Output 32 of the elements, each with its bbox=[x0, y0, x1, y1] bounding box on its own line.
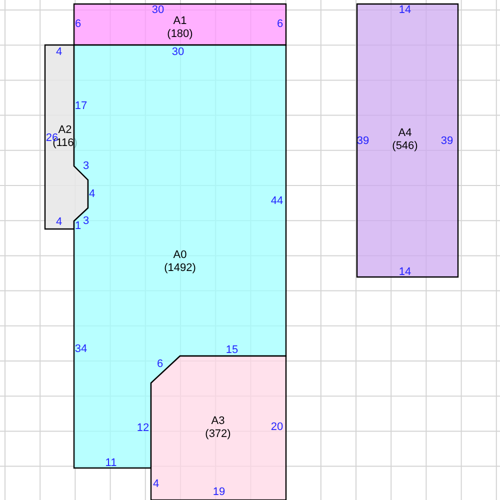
dimension-label: 4 bbox=[56, 46, 62, 58]
dimension-label: 44 bbox=[270, 195, 284, 207]
dimension-label: 1 bbox=[74, 220, 82, 232]
room-area: (372) bbox=[205, 428, 231, 441]
dimension-label: 15 bbox=[226, 344, 238, 356]
room-name: A3 bbox=[210, 415, 226, 428]
dimension-label: 14 bbox=[398, 266, 412, 278]
dimension-label: 30 bbox=[172, 46, 184, 58]
room-name: A2 bbox=[58, 124, 73, 137]
dimension-label: 14 bbox=[398, 4, 412, 16]
dimension-label: 4 bbox=[56, 216, 62, 228]
dimension-label: 4 bbox=[152, 478, 160, 490]
dimension-label: 6 bbox=[276, 18, 284, 30]
room-area: (546) bbox=[392, 140, 418, 153]
dimension-label: 34 bbox=[74, 343, 88, 355]
dimension-label: 39 bbox=[440, 135, 454, 147]
dimension-label: 17 bbox=[74, 100, 88, 112]
room-area: (1492) bbox=[164, 262, 196, 275]
dimension-label: 19 bbox=[212, 486, 226, 498]
dimension-label: 20 bbox=[270, 421, 284, 433]
dimension-label: 3 bbox=[82, 215, 90, 227]
dimension-label: 6 bbox=[74, 18, 82, 30]
dimension-label: 3 bbox=[82, 160, 90, 172]
room-name: A0 bbox=[172, 249, 188, 262]
dimension-label: 4 bbox=[88, 188, 96, 200]
dimension-label: 6 bbox=[156, 358, 164, 370]
room-area: (180) bbox=[167, 28, 193, 41]
dimension-label: 12 bbox=[136, 422, 150, 434]
room-name: A4 bbox=[397, 127, 413, 140]
dimension-label: 30 bbox=[152, 4, 164, 16]
dimension-label: 11 bbox=[105, 457, 117, 469]
room-name: A1 bbox=[172, 15, 188, 28]
